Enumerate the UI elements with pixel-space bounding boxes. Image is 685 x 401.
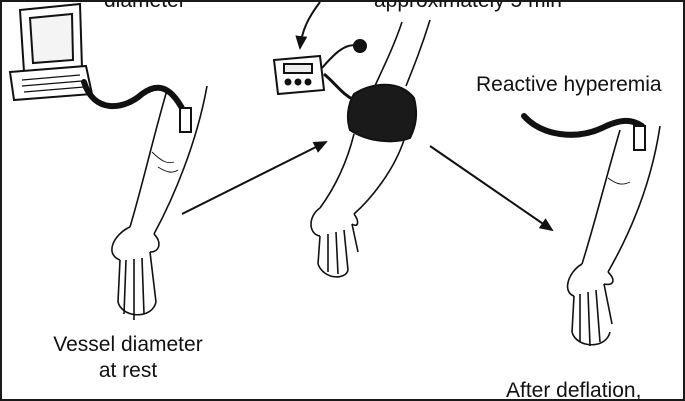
ultrasound-monitor-icon xyxy=(8,2,94,102)
label-top-center-cut: approximately 5 min xyxy=(374,0,562,12)
probe-cable-left xyxy=(81,79,189,119)
annotation-arrow xyxy=(295,2,321,50)
label-vessel-diameter-rest: Vessel diameter at rest xyxy=(48,332,208,384)
arrow-icon xyxy=(429,145,554,232)
ultrasound-probe-icon xyxy=(179,107,192,133)
label-reactive-hyperemia: Reactive hyperemia xyxy=(476,73,662,96)
arm-icon xyxy=(373,19,431,89)
label-rest-line1: Vessel diameter xyxy=(53,333,203,356)
arm-icon xyxy=(566,125,661,347)
cuff-icon xyxy=(346,83,418,143)
label-rest-line2: at rest xyxy=(98,359,158,382)
probe-cable-right xyxy=(521,113,645,138)
arm-icon xyxy=(310,133,405,278)
label-top-left-cut: diameter xyxy=(104,0,186,12)
ultrasound-probe-icon xyxy=(633,125,646,151)
label-after-deflation: After deflation, xyxy=(506,379,642,401)
blood-pressure-monitor-icon xyxy=(272,39,367,102)
arm-icon xyxy=(111,85,208,320)
arrow-icon xyxy=(181,141,328,215)
